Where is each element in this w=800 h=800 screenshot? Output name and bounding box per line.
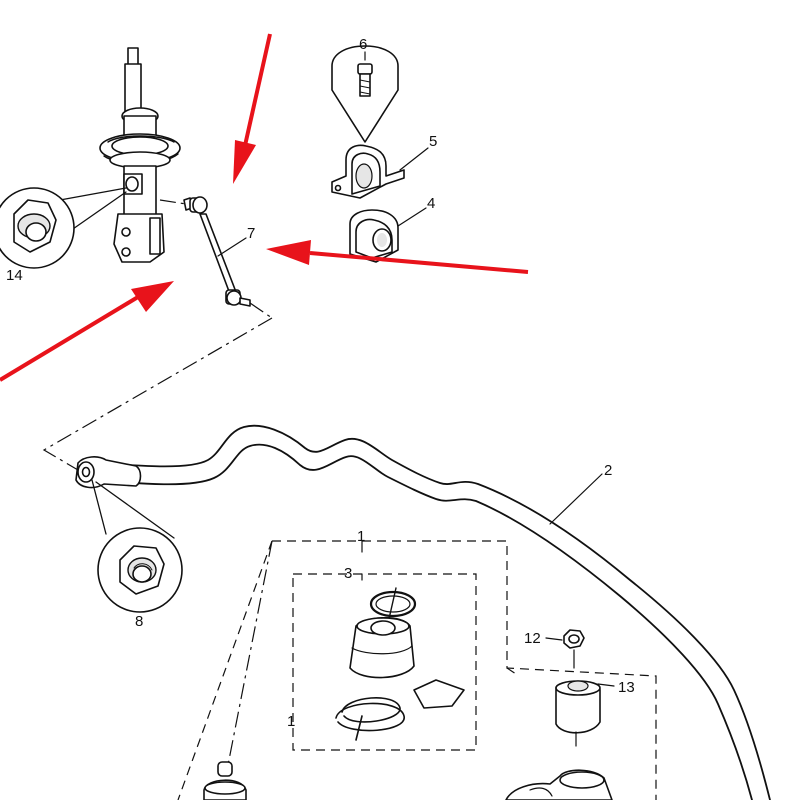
alignment-lines <box>42 317 273 766</box>
callout-labels: 6 5 4 7 14 2 1 3 8 12 13 1 <box>6 36 635 730</box>
callout-7: 7 <box>247 225 255 242</box>
ball-joint-stud <box>203 761 247 800</box>
control-arm-bushing <box>555 680 615 747</box>
control-arm <box>505 769 613 800</box>
callout-1-upper: 1 <box>357 528 365 545</box>
callout-8: 8 <box>135 613 143 630</box>
callout-4: 4 <box>427 195 435 212</box>
callout-1-lower: 1 <box>287 713 295 730</box>
red-arrow-right <box>266 240 529 274</box>
assembly-boundary-1 <box>177 540 657 800</box>
stabilizer-link <box>159 196 273 319</box>
red-arrow-left <box>0 281 174 382</box>
red-arrow-top <box>233 33 272 184</box>
callout-13: 13 <box>618 679 635 696</box>
ball-joint-boot-kit <box>335 587 465 741</box>
stabilizer-bushing <box>349 209 399 263</box>
nut-12 <box>545 629 585 669</box>
stabilizer-bar-end-eye <box>75 456 142 489</box>
leader-lines <box>217 51 603 581</box>
callout-3: 3 <box>344 565 352 582</box>
detail-bolt-6 <box>331 45 399 143</box>
bushing-bracket <box>331 144 405 199</box>
callout-14: 14 <box>6 267 23 284</box>
strut-assembly <box>99 47 181 263</box>
callout-2: 2 <box>604 462 612 479</box>
callout-6: 6 <box>359 36 367 53</box>
stabilizer-bar <box>99 424 771 800</box>
detail-nut-14 <box>0 187 127 269</box>
detail-nut-8 <box>91 479 183 613</box>
callout-12: 12 <box>524 630 541 647</box>
assembly-boundary-3 <box>292 573 477 751</box>
callout-5: 5 <box>429 133 437 150</box>
